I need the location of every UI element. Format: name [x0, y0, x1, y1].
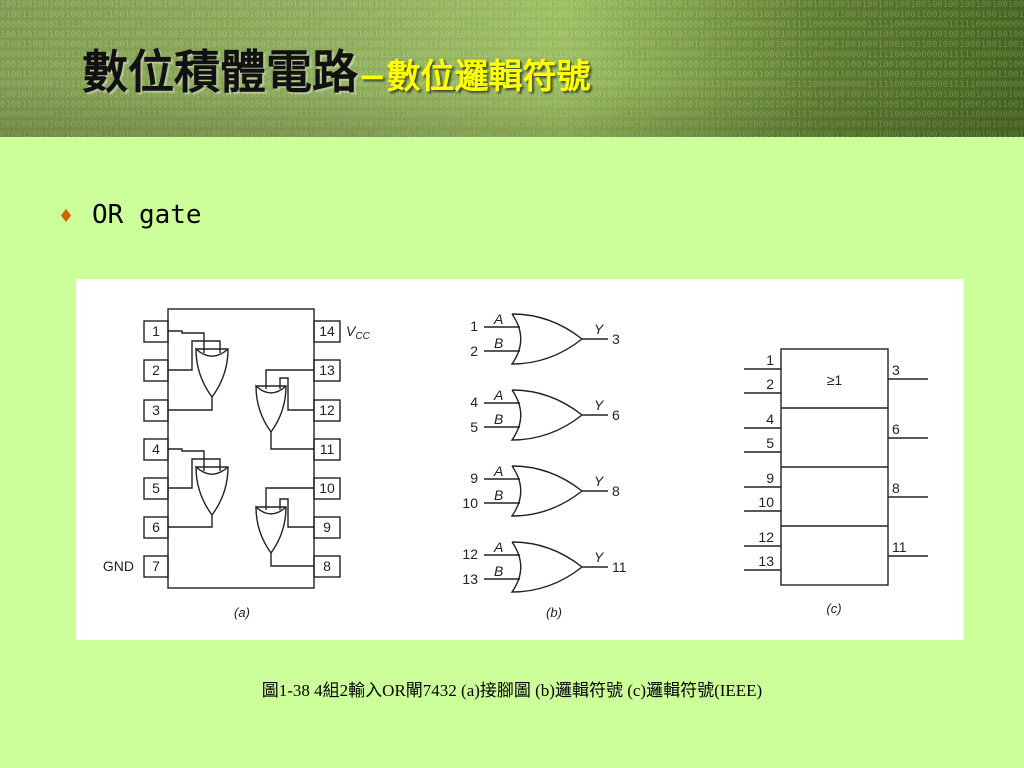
or-gate-shape — [255, 505, 287, 555]
or-gate-shape — [255, 384, 287, 434]
input-pin-number: 5 — [766, 435, 774, 451]
binary-background-pattern: 1001001001001001001001001001001001001001… — [0, 0, 1024, 137]
output-y-label: Y — [594, 473, 605, 489]
input-b-label: B — [494, 335, 503, 351]
or-gate-shape — [195, 347, 229, 399]
ieee-or-symbol: ≥1 — [827, 372, 843, 388]
output-pin-number: 3 — [612, 331, 620, 347]
input-pin-number: 1 — [766, 352, 774, 368]
wire — [279, 377, 314, 411]
pin-number-right: 12 — [319, 402, 335, 418]
wire — [265, 369, 314, 389]
title-main: 數位積體電路 — [82, 45, 358, 99]
input-pin-number: 10 — [462, 495, 478, 511]
input-a-label: A — [493, 387, 503, 403]
input-pin-number: 4 — [470, 394, 478, 410]
pin-number-right: 10 — [319, 480, 335, 496]
pin-number-right: 9 — [323, 519, 331, 535]
input-b-label: B — [494, 563, 503, 579]
title-dash: − — [358, 57, 387, 97]
input-pin-number: 4 — [766, 411, 774, 427]
pin-number-right: 13 — [319, 362, 335, 378]
pin-number-left: 1 — [152, 323, 160, 339]
bullet-text: OR gate — [92, 200, 202, 230]
diagram-b-label: (b) — [546, 605, 562, 620]
wire — [279, 498, 314, 528]
wire — [168, 330, 205, 353]
input-pin-number: 13 — [462, 571, 478, 587]
gnd-label: GND — [103, 558, 134, 574]
wire — [168, 448, 205, 471]
wire — [168, 340, 221, 371]
wire — [168, 458, 221, 489]
input-b-label: B — [494, 411, 503, 427]
input-a-label: A — [493, 311, 503, 327]
diamond-bullet-icon: ♦ — [58, 206, 75, 227]
pin-box-left — [143, 555, 169, 578]
input-pin-number: 9 — [766, 470, 774, 486]
wire — [270, 553, 314, 567]
or-gate-shape — [195, 465, 229, 517]
or-gate-symbol — [510, 541, 584, 593]
input-pin-number: 10 — [758, 494, 774, 510]
output-y-label: Y — [594, 397, 605, 413]
output-pin-number: 6 — [892, 421, 900, 437]
input-pin-number: 12 — [758, 529, 774, 545]
title-banner: 1001001001001001001001001001001001001001… — [0, 0, 1024, 137]
input-pin-number: 2 — [766, 376, 774, 392]
input-a-label: A — [493, 539, 503, 555]
output-pin-number: 11 — [892, 539, 907, 555]
pin-number-right: 8 — [323, 558, 331, 574]
output-pin-number: 8 — [892, 480, 900, 496]
pin-number-left: 6 — [152, 519, 160, 535]
input-pin-number: 9 — [470, 470, 478, 486]
or-gate-symbol — [510, 313, 584, 365]
wire — [270, 432, 314, 450]
diagram-c-label: (c) — [826, 601, 841, 616]
title-sub: 數位邏輯符號 — [386, 57, 591, 97]
diagram-a-label: (a) — [234, 605, 250, 620]
wire — [265, 487, 314, 510]
input-pin-number: 12 — [462, 546, 478, 562]
figure-caption: 圖1-38 4組2輸入OR閘7432 (a)接腳圖 (b)邏輯符號 (c)邏輯符… — [261, 681, 763, 700]
pin-number-left: 7 — [152, 558, 160, 574]
wire — [168, 397, 213, 411]
output-y-label: Y — [594, 549, 605, 565]
input-pin-number: 1 — [470, 318, 478, 334]
pin-number-right: 11 — [320, 441, 335, 457]
wire — [168, 515, 213, 528]
input-b-label: B — [494, 487, 503, 503]
input-pin-number: 5 — [470, 419, 478, 435]
output-pin-number: 6 — [612, 407, 620, 423]
or-gate-symbol — [510, 465, 584, 517]
input-pin-number: 13 — [758, 553, 774, 569]
vcc-label: VCC — [346, 323, 371, 342]
output-y-label: Y — [594, 321, 605, 337]
input-a-label: A — [493, 463, 503, 479]
slide-title: 數位積體電路−數位邏輯符號 — [82, 36, 591, 102]
pin-number-left: 5 — [152, 480, 160, 496]
output-pin-number: 3 — [892, 362, 900, 378]
pin-box-right — [313, 320, 341, 343]
output-pin-number: 8 — [612, 483, 620, 499]
or-gate-symbol — [510, 389, 584, 441]
pin-number-right: 14 — [319, 323, 335, 339]
pin-number-left: 2 — [152, 362, 160, 378]
input-pin-number: 2 — [470, 343, 478, 359]
output-pin-number: 11 — [612, 559, 627, 575]
pin-number-left: 3 — [152, 402, 160, 418]
pin-number-left: 4 — [152, 441, 160, 457]
vcc-subscript: CC — [355, 331, 370, 342]
